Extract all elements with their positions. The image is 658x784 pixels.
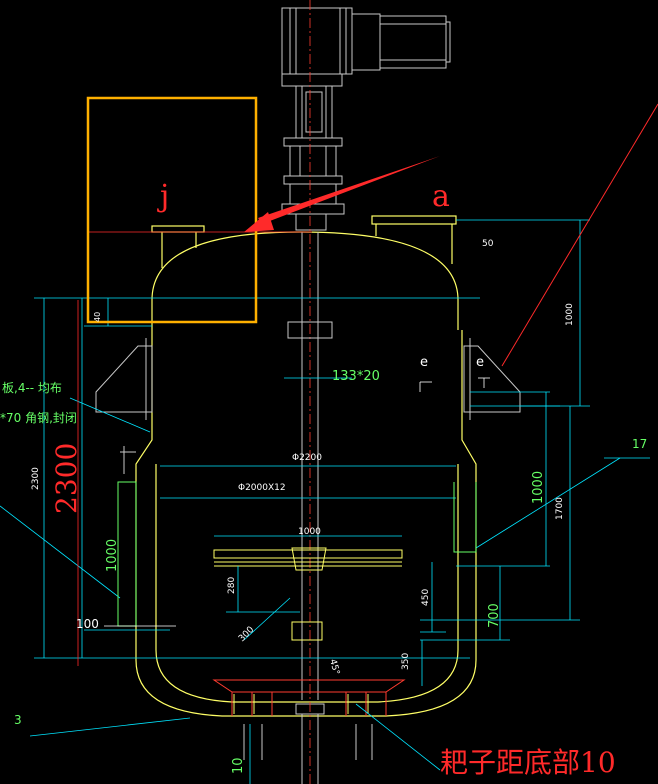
red-arrow-icon <box>244 156 440 232</box>
callout-17: 17 <box>632 437 647 451</box>
dim-40: 40 <box>93 312 102 322</box>
dimension-lines <box>0 219 650 784</box>
dim-1000-jacket-right: 1000 <box>531 471 546 504</box>
diameter-2200: Φ2200 <box>292 453 322 463</box>
mark-e-right: e <box>476 355 484 370</box>
note-line-1: 板,4-- 均布 <box>2 381 62 395</box>
dim-100: 100 <box>76 617 99 631</box>
agitator-shaft <box>287 0 333 784</box>
dim-280: 280 <box>227 577 237 594</box>
letter-a: a <box>432 179 450 214</box>
dim-2300-small: 2300 <box>31 467 41 490</box>
dim-450: 450 <box>421 589 431 606</box>
diameter-2000: Φ2000X12 <box>238 483 286 493</box>
red-leader-line <box>501 103 658 367</box>
dim-300: 300 <box>237 625 256 644</box>
dim-133x20: 133*20 <box>332 369 380 384</box>
dim-700: 700 <box>487 603 502 628</box>
rake-note: 耙子距底部10 <box>440 746 616 779</box>
support-lugs <box>95 338 521 784</box>
impeller <box>213 547 403 571</box>
dim-1000-right: 1000 <box>565 303 575 326</box>
dim-1700: 1700 <box>555 497 565 520</box>
gearbox-icon <box>281 73 345 231</box>
letter-j: j <box>157 179 169 214</box>
note-line-2: *70 角钢,封闭 <box>0 411 77 425</box>
motor-icon <box>281 7 451 75</box>
highlight-box <box>86 96 258 324</box>
callout-3: 3 <box>14 713 22 727</box>
dim-350: 350 <box>401 653 411 670</box>
dim-1000-impeller: 1000 <box>298 527 321 537</box>
dim-10: 10 <box>231 757 246 774</box>
angle-note: 45° <box>327 658 341 676</box>
dim-50: 50 <box>482 239 494 249</box>
mark-e-left: e <box>420 355 428 370</box>
bottom-rake <box>212 679 406 716</box>
dim-1000-jacket-left: 1000 <box>105 539 120 572</box>
dim-2300-red: 2300 <box>50 443 83 514</box>
